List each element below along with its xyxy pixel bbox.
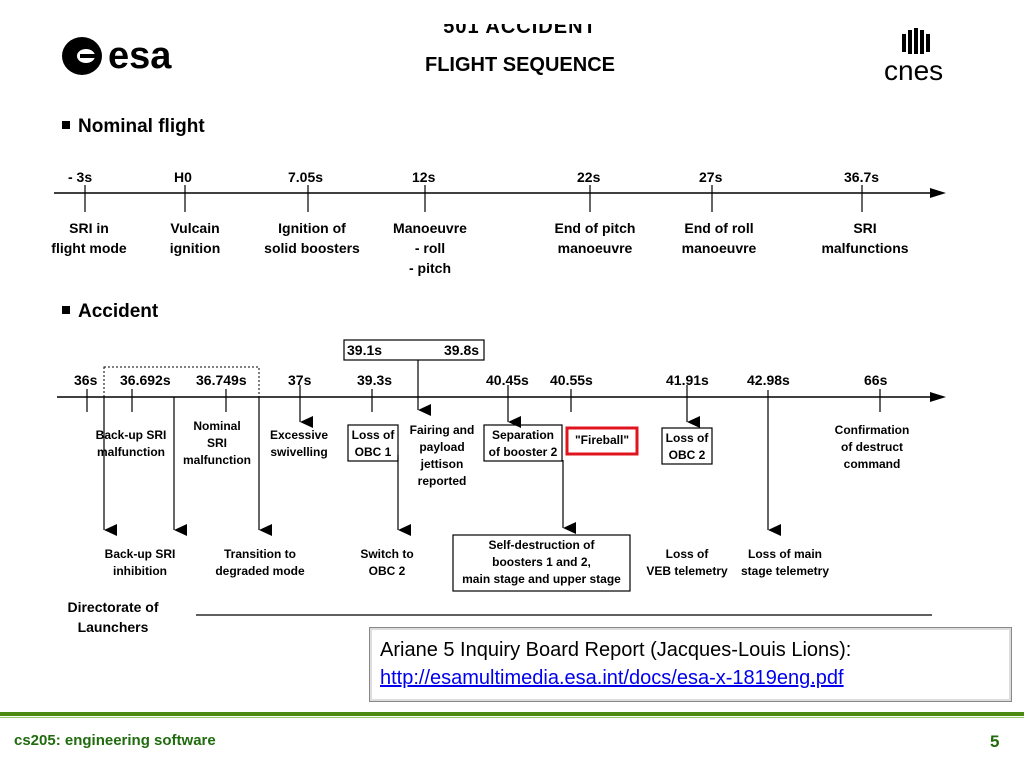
window-end: 39.8s bbox=[444, 342, 480, 358]
separation-box bbox=[483, 424, 563, 462]
label-backup-malfunction: Back-up SRI malfunction bbox=[95, 428, 167, 459]
window-start: 39.1s bbox=[347, 342, 383, 358]
label-veb-telemetry: Loss of VEB telemetry bbox=[646, 547, 728, 578]
reference-box: Ariane 5 Inquiry Board Report (Jacques-L… bbox=[369, 627, 1012, 702]
nominal-label-roll: End of roll manoeuvre bbox=[681, 220, 757, 256]
nominal-tick-36-7: 36.7s bbox=[844, 169, 880, 185]
nominal-label-manoeuvre: Manoeuvre - roll - pitch bbox=[393, 220, 467, 276]
nominal-label-vulcain: Vulcain ignition bbox=[169, 220, 221, 256]
accident-tick-36-749: 36.749s bbox=[196, 372, 247, 388]
accident-tick-36-692: 36.692s bbox=[120, 372, 171, 388]
accident-tick-37: 37s bbox=[288, 372, 312, 388]
label-loss-obc1: Loss of OBC 1 bbox=[351, 428, 395, 459]
accident-tick-40-45: 40.45s bbox=[486, 372, 529, 388]
accident-tick-39-3: 39.3s bbox=[357, 372, 393, 388]
sri-group-dotted-box bbox=[103, 366, 260, 398]
label-self-destruction: Self-destruction of boosters 1 and 2, ma… bbox=[462, 538, 621, 586]
esa-logo-text: esa bbox=[108, 35, 172, 77]
label-loss-obc2: Loss of OBC 2 bbox=[665, 431, 709, 462]
nominal-tick-27: 27s bbox=[699, 169, 723, 185]
window-box bbox=[343, 339, 485, 361]
nominal-label-pitch: End of pitch manoeuvre bbox=[554, 220, 636, 256]
accident-heading: Accident bbox=[62, 301, 158, 323]
label-backup-inhibition: Back-up SRI inhibition bbox=[104, 547, 176, 578]
obc2-box bbox=[661, 427, 713, 465]
label-main-stage-telemetry: Loss of main stage telemetry bbox=[740, 547, 830, 578]
nominal-tick-12: 12s bbox=[412, 169, 436, 185]
nominal-tick-22: 22s bbox=[577, 169, 601, 185]
esa-logo: esa bbox=[60, 30, 210, 80]
nominal-heading: Nominal flight bbox=[62, 116, 205, 138]
accident-tick-36: 36s bbox=[74, 372, 98, 388]
reference-text: Ariane 5 Inquiry Board Report (Jacques-L… bbox=[380, 639, 852, 661]
nominal-label-sri: SRI in flight mode bbox=[51, 220, 127, 256]
slide-title-line2: FLIGHT SEQUENCE bbox=[424, 54, 615, 76]
accident-tick-40-55: 40.55s bbox=[550, 372, 593, 388]
label-switch-obc2: Switch to OBC 2 bbox=[360, 547, 414, 578]
label-nominal-sri: Nominal SRI malfunction bbox=[183, 419, 251, 467]
reference-link[interactable]: http://esamultimedia.esa.int/docs/esa-x-… bbox=[380, 667, 844, 689]
label-fairing: Fairing and payload jettison reported bbox=[409, 423, 475, 488]
label-confirmation: Confirmation of destruct command bbox=[834, 423, 910, 471]
footer-course: cs205: engineering software bbox=[14, 732, 216, 749]
nominal-axis-arrowhead bbox=[930, 188, 946, 198]
selfdestruct-box bbox=[452, 534, 631, 592]
directorate-label: Directorate of Launchers bbox=[67, 599, 159, 635]
nominal-tick-7-05: 7.05s bbox=[288, 169, 324, 185]
nominal-label-boosters: Ignition of solid boosters bbox=[264, 220, 360, 256]
accident-axis-arrowhead bbox=[930, 392, 946, 402]
cnes-logo: cnes bbox=[880, 26, 970, 86]
label-fireball: "Fireball" bbox=[574, 433, 630, 447]
nominal-tick-minus3: - 3s bbox=[68, 169, 93, 185]
label-degraded-mode: Transition to degraded mode bbox=[215, 547, 305, 578]
accident-tick-66: 66s bbox=[864, 372, 888, 388]
footer-rule-thin bbox=[0, 717, 1024, 718]
nominal-tick-h0: H0 bbox=[174, 169, 192, 185]
label-separation: Separation of booster 2 bbox=[488, 428, 558, 459]
accident-tick-42-98: 42.98s bbox=[747, 372, 790, 388]
nominal-label-sri-malfunctions: SRI malfunctions bbox=[821, 220, 909, 256]
obc1-box bbox=[347, 424, 399, 462]
label-excessive-swivelling: Excessive swivelling bbox=[269, 428, 329, 459]
page-number: 5 bbox=[990, 732, 1000, 751]
fireball-box bbox=[565, 426, 639, 456]
slide-title-line1: 501 ACCIDENT bbox=[443, 24, 597, 38]
cnes-logo-text: cnes bbox=[884, 55, 943, 86]
footer-rule bbox=[0, 712, 1024, 716]
accident-tick-41-91: 41.91s bbox=[666, 372, 709, 388]
